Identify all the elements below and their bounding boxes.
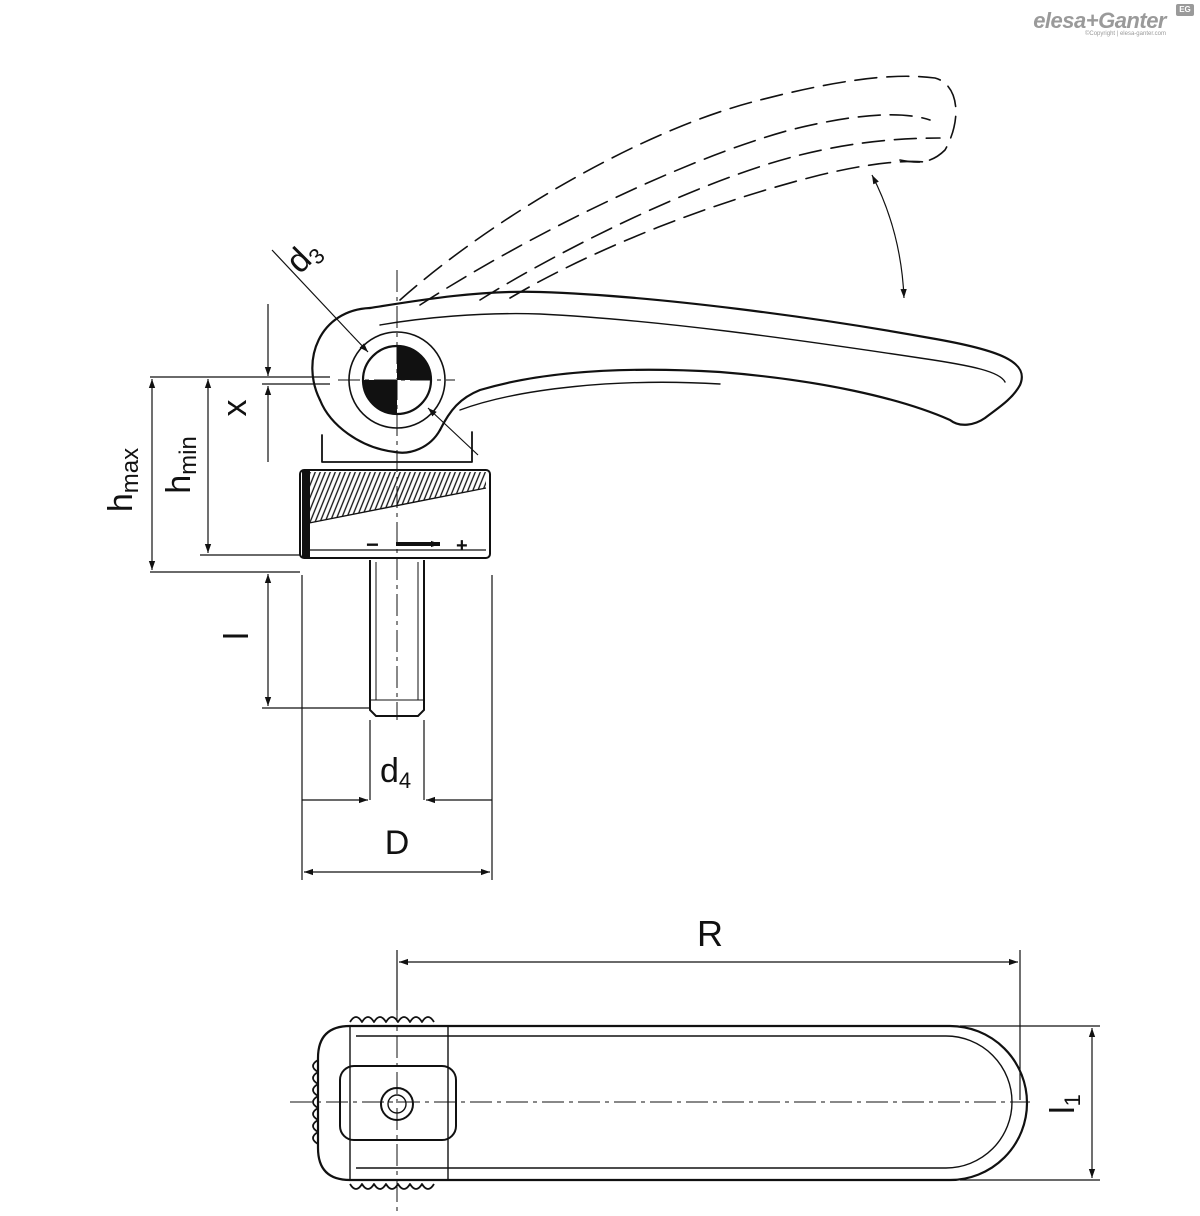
label-D: D <box>385 824 410 862</box>
label-h-min: hmin <box>160 436 202 494</box>
label-d4: d4 <box>380 752 411 793</box>
brand-copyright: ©Copyright | elesa-ganter.com <box>1084 31 1166 37</box>
minus-sign: − <box>366 532 379 557</box>
label-x: x <box>216 400 254 417</box>
label-d3: d3 <box>279 232 330 283</box>
brand-name: elesa+Ganter <box>1033 8 1166 33</box>
plus-sign: + <box>456 535 468 557</box>
brand-watermark: elesa+Ganter ©Copyright | elesa-ganter.c… <box>1033 8 1166 37</box>
label-l: l <box>218 632 256 640</box>
lever-raised-position <box>399 75 957 306</box>
adjustment-ring <box>299 469 491 559</box>
dimension-labels: d3 x hmax hmin l d4 D R l1 <box>102 232 1085 1114</box>
knurl-left <box>312 1059 319 1145</box>
lever-top-view <box>312 1016 1029 1190</box>
lever-side-view <box>311 75 1023 463</box>
brand-badge: EG <box>1176 4 1194 16</box>
knurl-top <box>349 1016 435 1023</box>
label-R: R <box>697 913 723 954</box>
adjustment-direction-indicator: − + <box>366 532 468 557</box>
dimension-lines <box>148 174 907 880</box>
label-h-max: hmax <box>102 448 144 512</box>
top-view-dimensions <box>396 950 1100 1181</box>
label-l1: l1 <box>1044 1094 1085 1114</box>
knurl-bottom <box>349 1183 435 1190</box>
